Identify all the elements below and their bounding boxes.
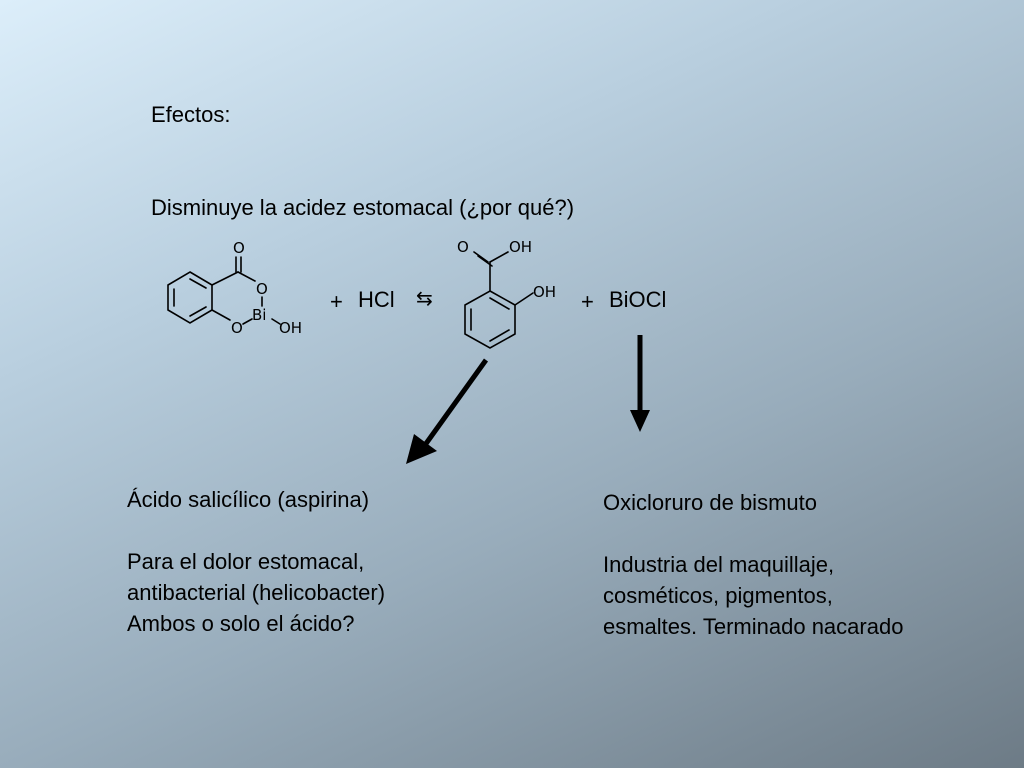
left-note-line-2: antibacterial (helicobacter) <box>127 580 386 605</box>
product-carbonyl-oxygen: O <box>457 238 469 256</box>
subtitle: Disminuye la acidez estomacal (¿por qué?… <box>151 195 575 220</box>
arrow-to-salicylic-acid <box>406 358 489 464</box>
heading: Efectos: <box>151 102 231 127</box>
arrow-to-bismuth-oxychloride <box>630 335 650 432</box>
salicylic-acid-structure: O OH OH <box>457 238 556 349</box>
right-note-line-2: cosméticos, pigmentos, <box>603 583 833 608</box>
equilibrium-arrows-icon: ⇆ <box>416 286 433 310</box>
reactant-ring-oxygen-2: O <box>231 319 243 337</box>
reactant-bismuth: Bi <box>252 306 266 324</box>
plus-sign-1: + <box>330 289 343 314</box>
left-note-line-1: Para el dolor estomacal, <box>127 549 365 574</box>
left-note-title: Ácido salicílico (aspirina) <box>127 487 370 512</box>
plus-sign-2: + <box>581 289 594 314</box>
right-note-line-1: Industria del maquillaje, <box>603 552 835 577</box>
reactant-carbonyl-oxygen: O <box>233 239 245 257</box>
hcl-label: HCl <box>358 287 395 312</box>
left-note: Ácido salicílico (aspirina) Para el dolo… <box>127 484 385 639</box>
right-note: Oxicloruro de bismuto Industria del maqu… <box>603 487 903 642</box>
biocl-label: BiOCl <box>609 287 667 312</box>
left-note-line-3: Ambos o solo el ácido? <box>127 611 355 636</box>
product-acid-hydroxyl: OH <box>509 238 532 256</box>
right-note-title: Oxicloruro de bismuto <box>603 490 817 515</box>
reactant-hydroxyl: OH <box>279 319 302 337</box>
product-benzene-ring <box>464 290 516 349</box>
bismuth-subsalicylate-structure: O O Bi O OH <box>167 239 302 337</box>
reactant-ring-oxygen-1: O <box>256 280 268 298</box>
product-phenol-hydroxyl: OH <box>533 283 556 301</box>
right-note-line-3: esmaltes. Terminado nacarado <box>603 614 904 639</box>
